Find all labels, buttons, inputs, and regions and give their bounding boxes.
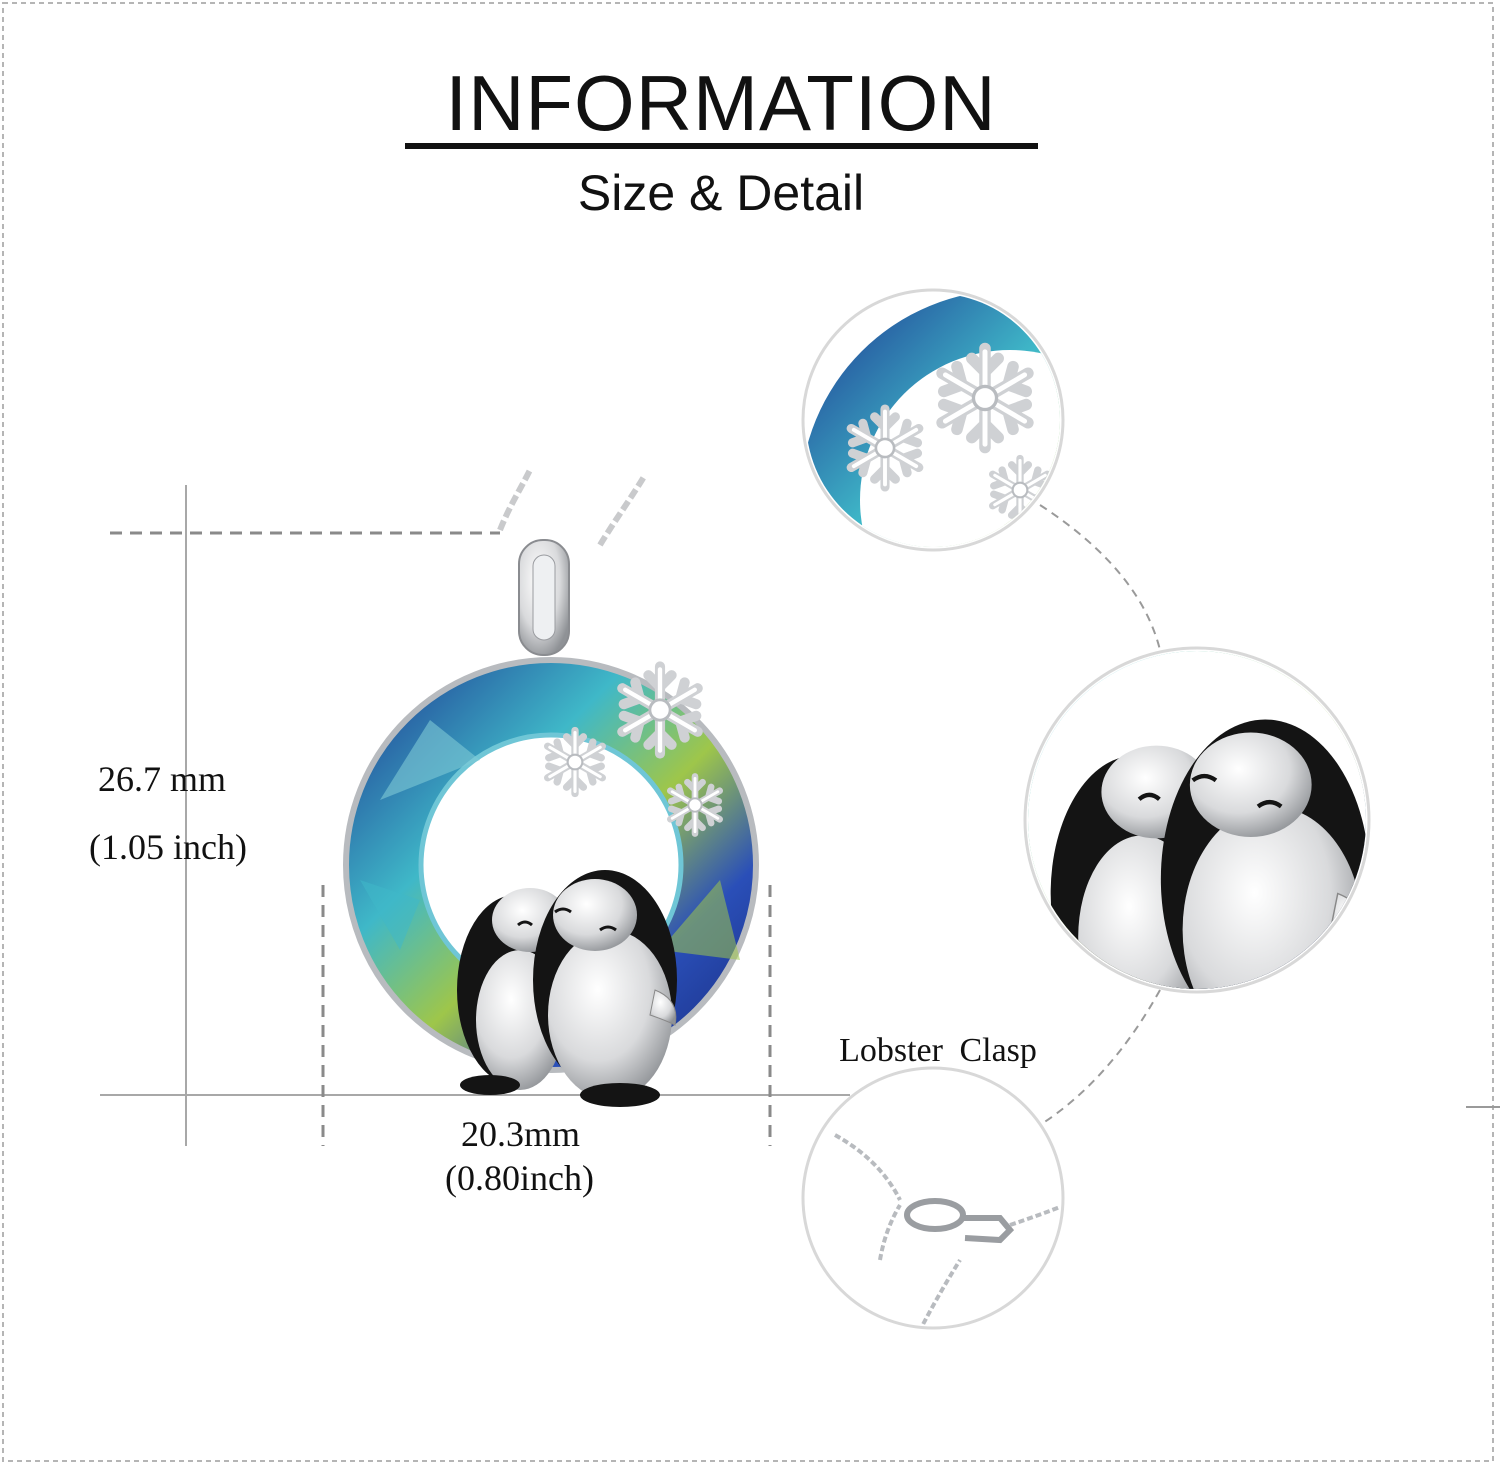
detail-clasp-zoom (801, 1066, 1065, 1330)
page-subtitle: Size & Detail (577, 165, 865, 221)
clasp-label: Lobster Clasp (839, 1032, 1037, 1069)
height-mm-label: 26.7 mm (98, 759, 227, 799)
width-mm-label: 20.3mm (461, 1114, 581, 1154)
dimension-guides (100, 485, 850, 1146)
detail-connectors (1039, 504, 1161, 1126)
title-underline (405, 143, 1038, 149)
height-inch-label: (1.05 inch) (89, 827, 247, 867)
width-inch-label: (0.80inch) (445, 1158, 594, 1198)
detail-penguin-zoom (1023, 646, 1371, 994)
detail-snowflake-zoom (801, 288, 1065, 552)
pendant-image (343, 468, 759, 1109)
page-title: INFORMATION (445, 59, 997, 147)
